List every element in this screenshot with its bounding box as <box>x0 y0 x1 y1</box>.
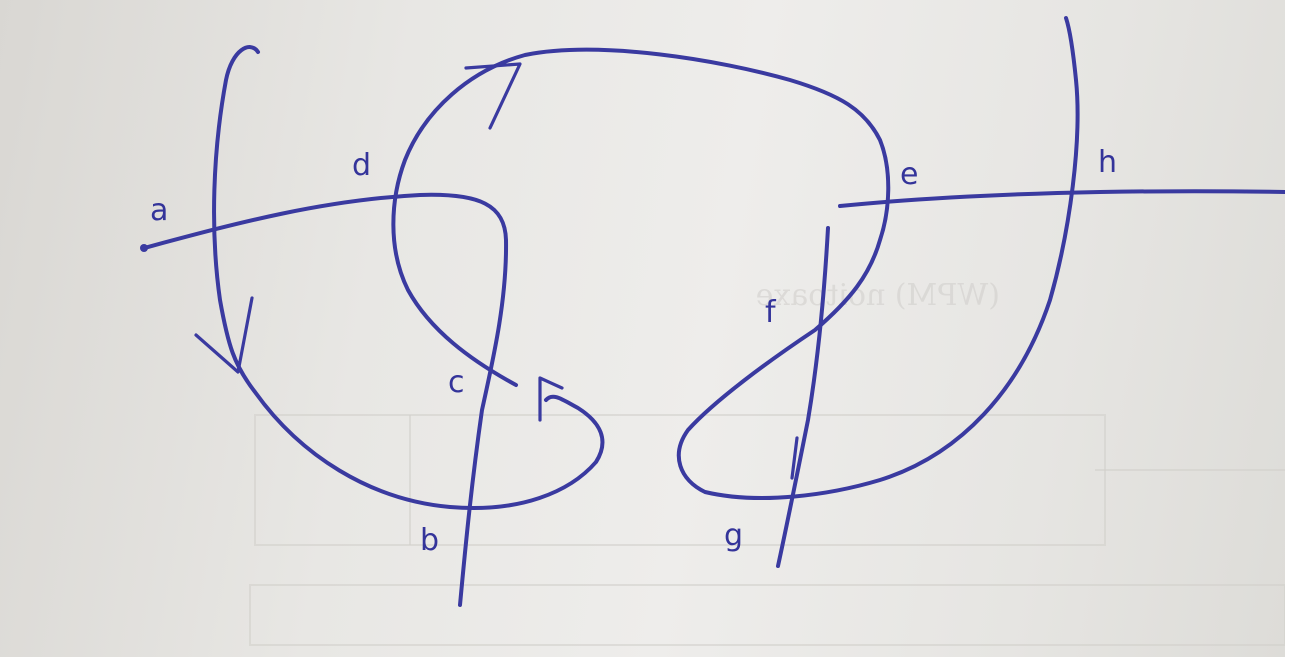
svg-text:(WPM) noitoaxe: (WPM) noitoaxe <box>756 278 1000 313</box>
left-loop-strand <box>212 45 605 510</box>
label-h: h <box>1098 145 1117 180</box>
e-to-h-strand <box>838 189 1285 208</box>
f-to-g-strand <box>776 226 830 568</box>
paper-show-through: (WPM) noitoaxe <box>249 278 1285 646</box>
a-to-b-strand <box>142 192 509 607</box>
label-d: d <box>352 148 371 183</box>
c-arrowhead <box>538 376 564 422</box>
left-arrowhead <box>194 296 254 374</box>
label-c: c <box>448 365 465 400</box>
c-to-top-arc-strand <box>391 16 1080 500</box>
label-b: b <box>420 523 439 558</box>
g-tick <box>790 436 799 480</box>
label-f: f <box>765 295 777 330</box>
top-arrowhead <box>464 62 522 130</box>
label-a: a <box>150 193 168 228</box>
start-dot <box>140 244 148 252</box>
label-g: g <box>724 518 743 553</box>
label-e: e <box>900 157 918 192</box>
